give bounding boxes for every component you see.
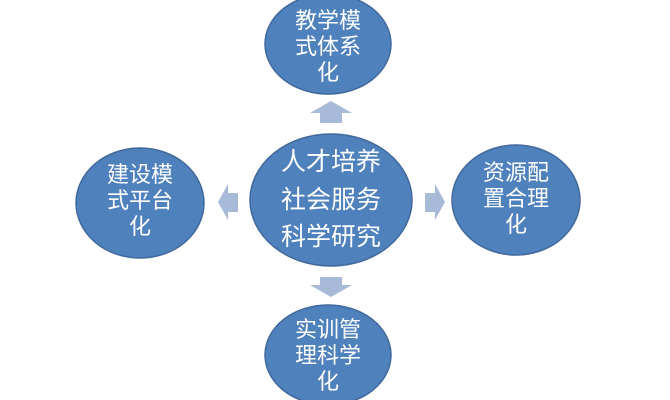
right-node: 资源配 置合理 化 bbox=[451, 144, 581, 256]
top-line-3: 化 bbox=[317, 61, 339, 86]
center-line-2: 社会服务 bbox=[281, 185, 381, 214]
center-line-3: 科学研究 bbox=[281, 222, 381, 251]
center-node: 人才培养 社会服务 科学研究 bbox=[249, 133, 413, 267]
right-line-1: 资源配 bbox=[483, 161, 549, 186]
center-line-1: 人才培养 bbox=[281, 147, 381, 176]
left-node: 建设模 式平台 化 bbox=[75, 147, 205, 259]
top-node: 教学模 式体系 化 bbox=[264, 0, 392, 95]
arrow-left bbox=[218, 184, 238, 220]
right-line-3: 化 bbox=[505, 213, 527, 238]
left-line-1: 建设模 bbox=[107, 163, 173, 188]
arrow-down bbox=[310, 277, 352, 297]
top-line-2: 式体系 bbox=[295, 35, 361, 60]
left-line-2: 式平台 bbox=[107, 189, 173, 214]
bottom-line-2: 理科学 bbox=[295, 344, 361, 369]
arrow-up bbox=[310, 101, 352, 123]
bottom-line-3: 化 bbox=[317, 370, 339, 395]
right-line-2: 置合理 bbox=[483, 187, 549, 212]
bottom-line-1: 实训管 bbox=[295, 318, 361, 343]
bottom-node: 实训管 理科学 化 bbox=[264, 304, 392, 400]
left-line-3: 化 bbox=[129, 215, 151, 240]
arrow-right bbox=[425, 184, 445, 220]
top-line-1: 教学模 bbox=[295, 9, 361, 34]
